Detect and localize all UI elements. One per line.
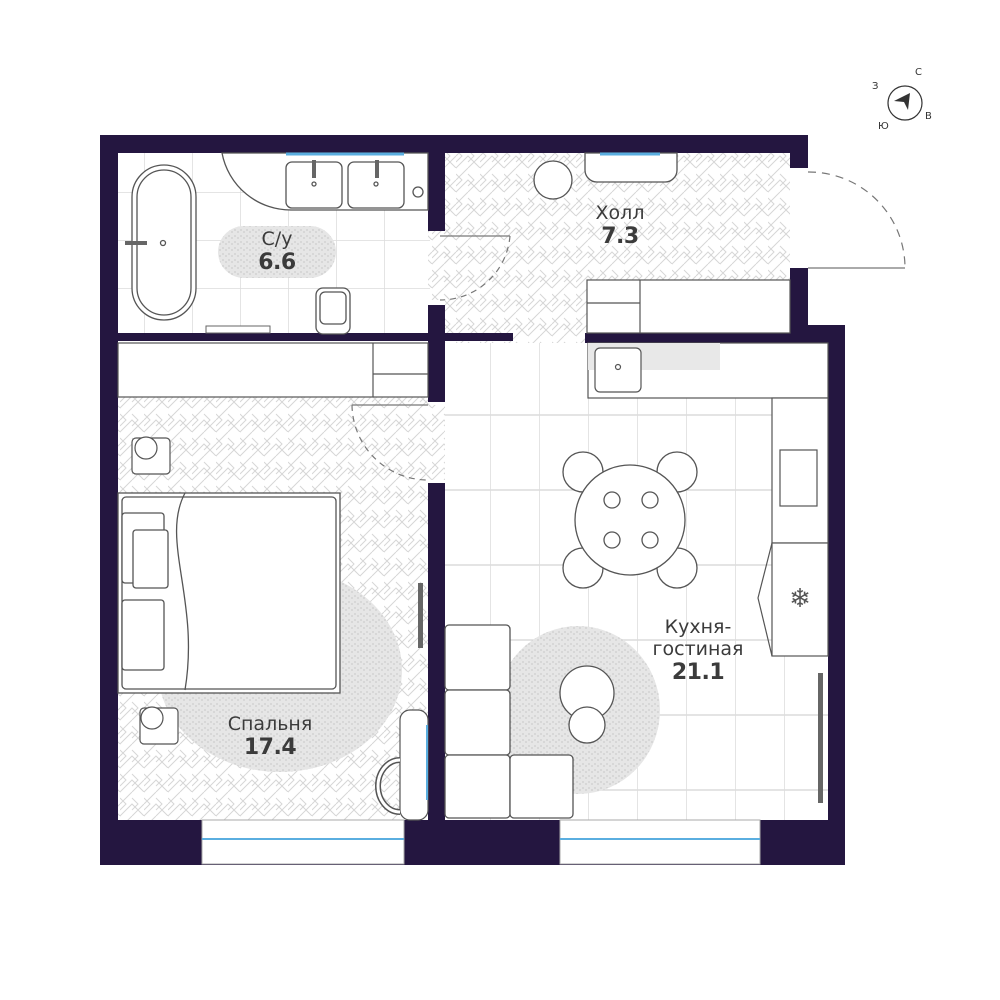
bathtub — [125, 164, 197, 321]
bathroom-label-rug — [218, 226, 336, 278]
nightstand-bottom — [139, 706, 179, 745]
room-name: Кухня- — [664, 616, 732, 638]
compass-north: С — [915, 67, 922, 78]
window-bedroom — [201, 819, 405, 865]
entrance-door — [807, 171, 906, 269]
compass-south: Ю — [878, 121, 889, 132]
vanity — [221, 152, 429, 211]
living-tv — [818, 673, 823, 803]
bedroom-wardrobe — [117, 342, 429, 398]
room-label-kitchen-living: Кухня- гостиная 21.1 — [638, 616, 758, 686]
toilet — [315, 287, 351, 335]
room-label-hall: Холл 7.3 — [570, 202, 670, 250]
compass-east: В — [925, 111, 932, 122]
bedroom-tv — [418, 583, 423, 648]
desk — [375, 709, 429, 821]
bath-mat — [205, 325, 271, 334]
room-area: 7.3 — [601, 224, 639, 249]
hall-round-mat — [533, 160, 573, 200]
bed — [117, 492, 341, 694]
nightstand-top — [131, 436, 171, 475]
bedroom-door — [351, 404, 429, 481]
room-area: 21.1 — [671, 660, 725, 685]
hall-door-passage-floor — [428, 230, 448, 300]
dining-table — [562, 451, 698, 589]
room-label-bathroom: С/у 6.6 — [218, 228, 336, 276]
hall-mirror-shelf — [584, 152, 678, 183]
compass-west: З — [872, 81, 879, 92]
room-name-line2: гостиная — [652, 638, 744, 660]
room-name: Спальня — [227, 713, 313, 735]
compass: С З В Ю — [865, 65, 945, 140]
window-living — [559, 819, 761, 865]
kitchen-counter-right — [757, 397, 829, 657]
coffee-table — [559, 665, 615, 744]
bathroom-door — [439, 235, 511, 301]
room-label-bedroom: Спальня 17.4 — [210, 713, 330, 761]
kitchen-counter-top — [587, 342, 829, 399]
fridge-snowflake-icon: ❄ — [789, 583, 811, 613]
room-name: С/у — [261, 228, 293, 250]
compass-arrow-icon — [887, 85, 923, 121]
hall-wardrobe — [586, 279, 791, 334]
sofa — [444, 624, 574, 819]
room-name: Холл — [595, 202, 645, 224]
room-area: 17.4 — [243, 735, 297, 760]
room-area: 6.6 — [258, 250, 296, 275]
bedroom-door-passage-floor — [428, 405, 448, 480]
